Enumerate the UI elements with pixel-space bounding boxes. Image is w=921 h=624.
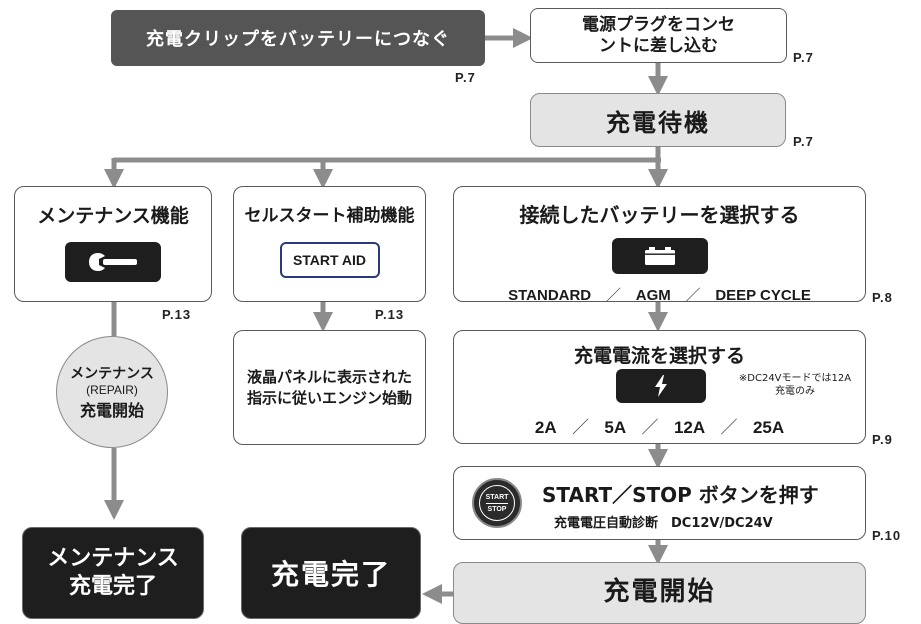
select-current-title: 充電電流を選択する <box>573 345 745 367</box>
battery-type-standard: STANDARD <box>508 287 592 304</box>
battery-type-deep-cycle: DEEP CYCLE <box>715 287 811 304</box>
maintenance-circle-line3: 充電開始 <box>79 401 144 420</box>
cell-start-assist-title: セルスタート補助機能 <box>244 206 415 226</box>
maintenance-circle-line2: (REPAIR) <box>86 383 138 397</box>
battery-type-options: STANDARD ／ AGM ／ DEEP CYCLE <box>454 284 865 305</box>
start-stop-box: START STOP START／STOP ボタンを押す 充電電圧自動診断 DC… <box>453 466 866 540</box>
maintenance-charge-complete-label: メンテナンス充電完了 <box>47 546 179 599</box>
current-option-12a: 12A <box>673 418 706 437</box>
wrench-icon <box>65 242 161 282</box>
select-battery-title: 接続したバッテリーを選択する <box>519 203 800 227</box>
page-ref-clip: P.7 <box>455 70 476 85</box>
start-stop-title: START／STOP ボタンを押す <box>542 483 819 507</box>
maintenance-repair-circle: メンテナンス (REPAIR) 充電開始 <box>56 336 168 448</box>
select-current-box: 充電電流を選択する ※DC24Vモードでは12A充電のみ 2A ／ 5A ／ 1… <box>453 330 866 444</box>
option-separator: ／ <box>572 418 589 438</box>
start-stop-icon-bottom: STOP <box>487 505 507 513</box>
page-ref-cellstart: P.13 <box>375 307 405 322</box>
start-aid-label: START AID <box>292 252 367 268</box>
current-options: 2A ／ 5A ／ 12A ／ 25A <box>454 413 865 438</box>
page-ref-select-current: P.9 <box>872 432 893 447</box>
step-connect-clip: 充電クリップをバッテリーにつなぐ <box>111 10 485 66</box>
step-plug-in: 電源プラグをコンセントに差し込む <box>530 8 787 63</box>
step-charging-start: 充電開始 <box>453 562 866 624</box>
option-separator: ／ <box>605 286 621 304</box>
battery-type-agm: AGM <box>635 287 671 304</box>
engine-start-instruction: 液晶パネルに表示された指示に従いエンジン始動 <box>233 330 426 445</box>
start-stop-icon-top: START <box>485 493 509 501</box>
battery-icon <box>611 238 708 274</box>
start-stop-button-icon: START STOP <box>472 478 522 528</box>
current-option-25a: 25A <box>752 418 785 437</box>
step-plug-in-label: 電源プラグをコンセントに差し込む <box>582 14 735 56</box>
select-battery-box: 接続したバッテリーを選択する STANDARD ／ AGM ／ DEEP CYC… <box>453 186 866 305</box>
step-standby: 充電待機 <box>530 93 786 147</box>
maintenance-charge-complete: メンテナンス充電完了 <box>22 527 204 619</box>
lightning-icon <box>616 369 706 403</box>
page-ref-startstop: P.10 <box>872 528 902 543</box>
engine-start-instruction-label: 液晶パネルに表示された指示に従いエンジン始動 <box>247 367 413 407</box>
step-standby-label: 充電待機 <box>606 108 710 137</box>
page-ref-plug: P.7 <box>793 50 814 65</box>
charge-complete-label: 充電完了 <box>270 558 391 591</box>
cell-start-assist-box: セルスタート補助機能 START AID <box>233 186 426 302</box>
step-charging-start-label: 充電開始 <box>603 576 716 607</box>
option-separator: ／ <box>641 418 659 438</box>
maintenance-function-title: メンテナンス機能 <box>37 205 189 227</box>
option-separator: ／ <box>720 418 738 438</box>
current-option-2a: 2A <box>534 418 557 437</box>
start-stop-subtitle: 充電電圧自動診断 DC12V/DC24V <box>554 516 773 531</box>
current-option-5a: 5A <box>604 418 627 437</box>
page-ref-standby: P.7 <box>793 134 814 149</box>
maintenance-circle-line1: メンテナンス <box>70 366 154 382</box>
start-aid-badge: START AID <box>279 242 380 278</box>
option-separator: ／ <box>685 286 701 304</box>
current-note: ※DC24Vモードでは12A充電のみ <box>738 373 852 397</box>
maintenance-function-box: メンテナンス機能 <box>14 186 212 302</box>
page-ref-maintenance: P.13 <box>162 307 192 322</box>
page-ref-select-battery: P.8 <box>872 290 893 305</box>
charge-complete: 充電完了 <box>241 527 421 619</box>
step-connect-clip-label: 充電クリップをバッテリーにつなぐ <box>146 29 450 50</box>
